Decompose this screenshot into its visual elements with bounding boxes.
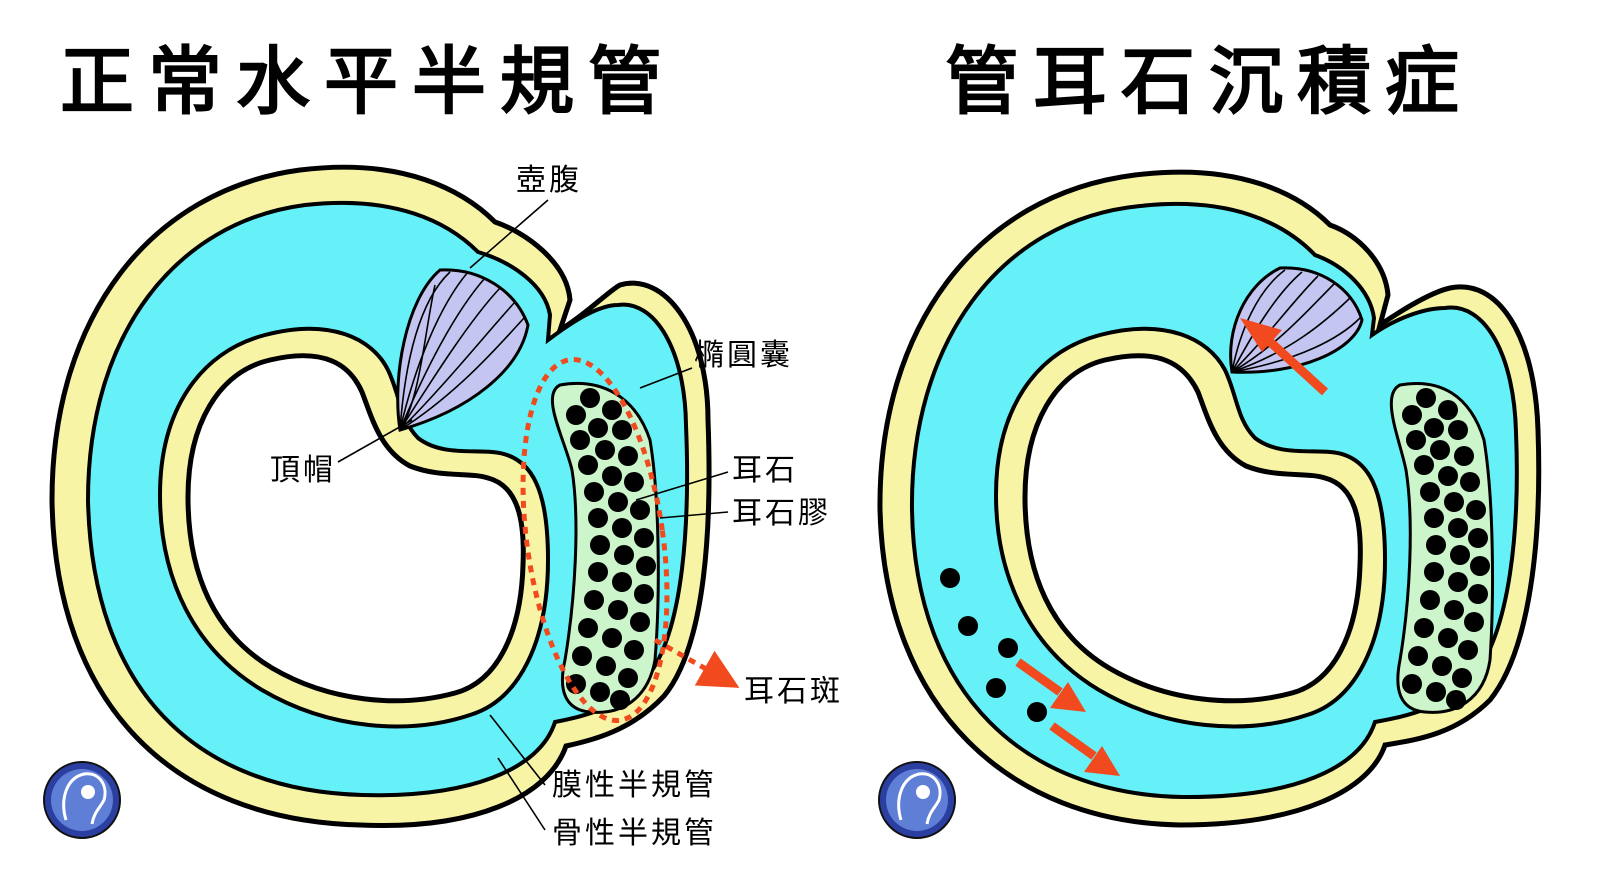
label-utricle: 橢圓囊 xyxy=(694,338,793,373)
otoliths-left xyxy=(566,388,656,710)
title-normal-canal: 正常水平半規管 xyxy=(60,39,676,125)
otoliths-right xyxy=(1402,388,1490,710)
leader-lines-left xyxy=(337,199,729,831)
label-otolithic-membrane: 耳石膠 xyxy=(732,496,831,531)
cupula-lines-right xyxy=(1231,269,1361,373)
arrow-head-down-2 xyxy=(1084,746,1120,776)
canal-lumen-hole xyxy=(185,353,526,704)
label-bony-canal: 骨性半規管 xyxy=(552,816,717,851)
displaced-otoliths xyxy=(940,568,1047,722)
cupula-lines-left xyxy=(399,271,525,431)
normal-canal-diagram xyxy=(49,164,740,831)
label-ampulla: 壺腹 xyxy=(516,163,582,198)
label-cupula: 頂帽 xyxy=(270,453,336,488)
canalithiasis-diagram xyxy=(877,169,1542,828)
head-ear-logo-icon-right xyxy=(878,761,956,839)
flow-arrows xyxy=(1015,318,1329,776)
arrow-head-down-1 xyxy=(1050,682,1086,712)
macula-outline-dotted xyxy=(520,357,670,723)
label-otoliths: 耳石 xyxy=(732,453,798,488)
label-membranous-canal: 膜性半規管 xyxy=(552,768,717,803)
head-ear-logo-icon xyxy=(43,761,121,839)
title-canalithiasis: 管耳石沉積症 xyxy=(945,39,1473,125)
arrow-down-1 xyxy=(1015,658,1063,696)
arrow-head-cupula xyxy=(1240,318,1282,352)
arrow-toward-cupula xyxy=(1264,336,1329,396)
canal-lumen-hole-right xyxy=(1022,353,1363,704)
label-macula: 耳石斑 xyxy=(744,674,843,709)
arrow-down-2 xyxy=(1049,722,1097,760)
